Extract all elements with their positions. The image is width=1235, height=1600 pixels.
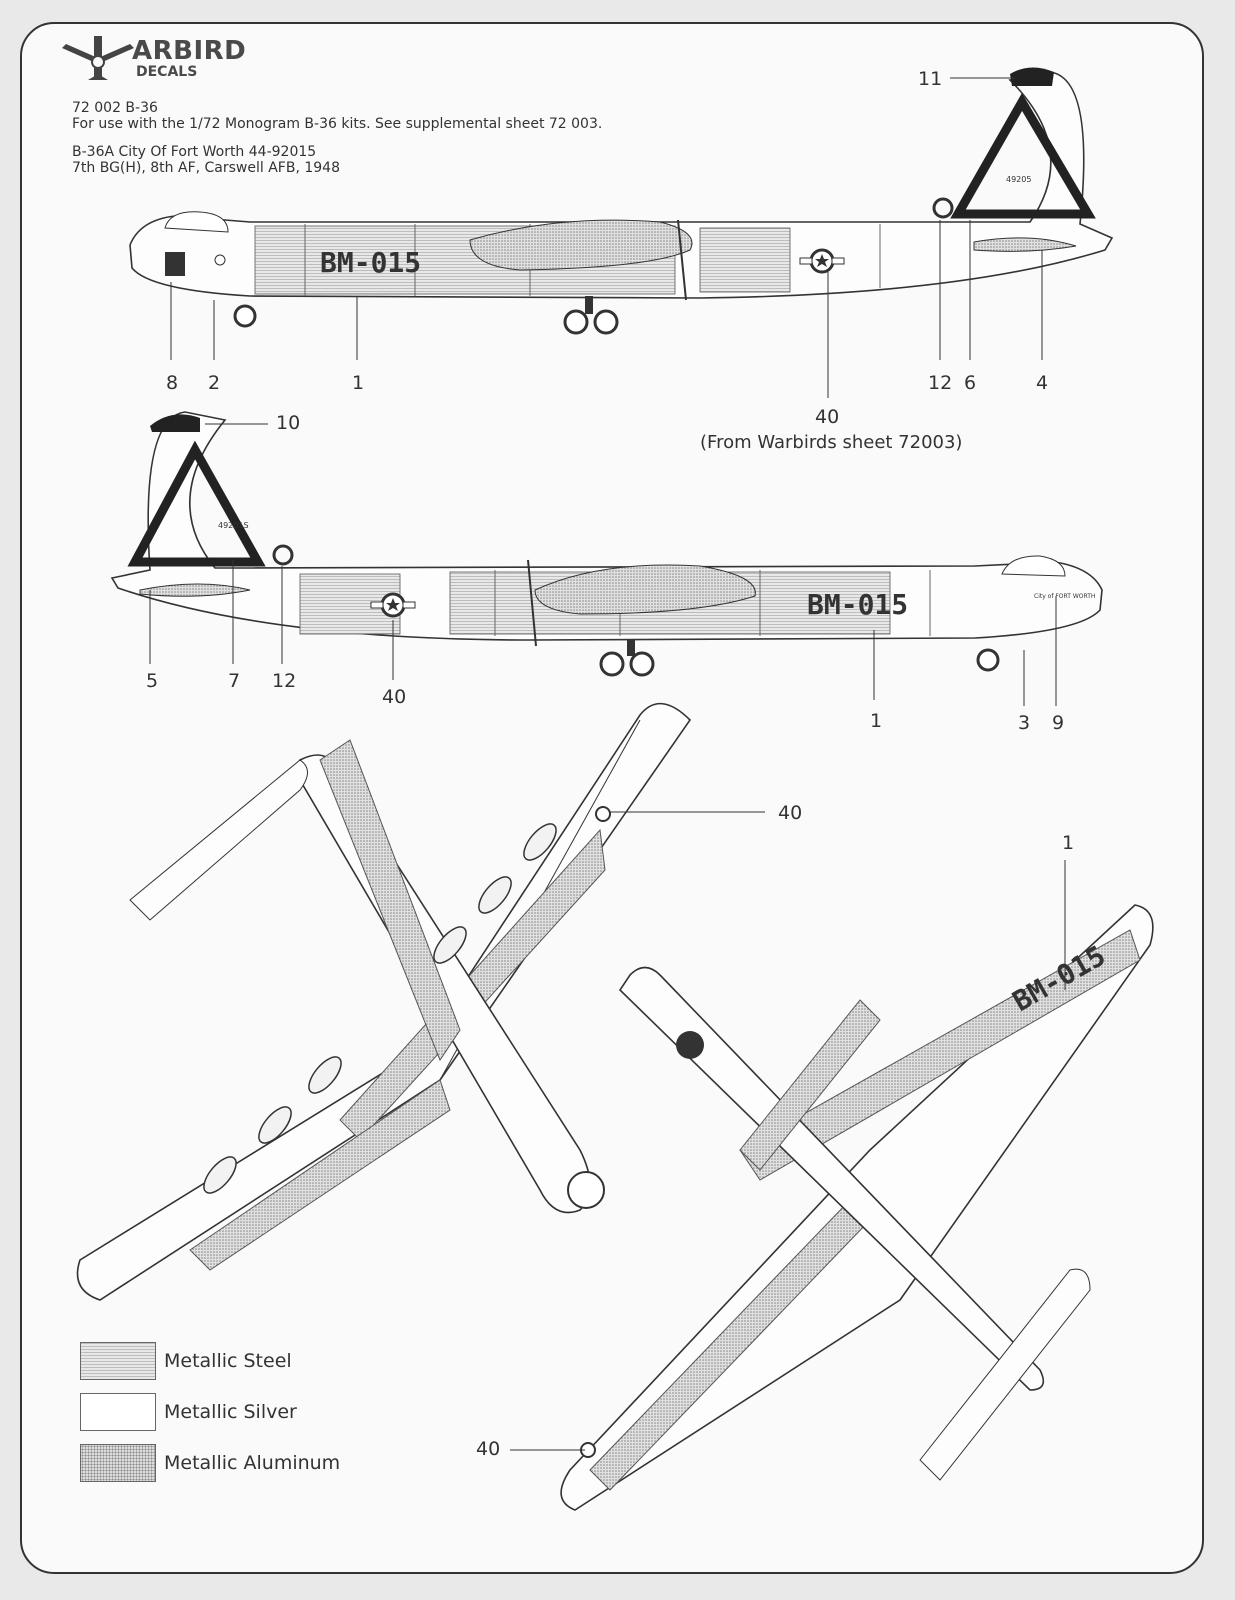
nose-art-text: City of FORT WORTH [1034, 593, 1095, 600]
callout-1-right: 1 [870, 710, 883, 732]
supplemental-note: (From Warbirds sheet 72003) [700, 432, 963, 453]
callout-2: 2 [208, 372, 221, 394]
callout-7: 7 [228, 670, 241, 692]
logo-wordmark: ARBIRD [132, 36, 247, 66]
sheet-number: 72 002 B-36 [72, 100, 158, 116]
callout-4: 4 [1036, 372, 1049, 394]
warbird-logo-plane-icon [62, 36, 134, 80]
callout-6: 6 [964, 372, 977, 394]
callout-40-right: 40 [382, 686, 407, 708]
unit-info: 7th BG(H), 8th AF, Carswell AFB, 1948 [72, 160, 340, 176]
callout-5: 5 [146, 670, 159, 692]
callout-40: 40 [815, 406, 840, 428]
legend-label-steel: Metallic Steel [164, 1350, 292, 1372]
callout-11: 11 [918, 68, 943, 90]
aircraft-name: B-36A City Of Fort Worth 44-92015 [72, 144, 317, 160]
callout-3: 3 [1018, 712, 1031, 734]
callout-12-right: 12 [272, 670, 297, 692]
warbird-logo: ARBIRD DECALS [58, 34, 246, 90]
callout-1-bottom-view: 1 [1062, 832, 1075, 854]
callout-40-bottom-view: 40 [476, 1438, 501, 1460]
callout-10: 10 [276, 412, 301, 434]
legend-label-aluminum: Metallic Aluminum [164, 1452, 341, 1474]
buzz-number-left: BM-015 [320, 246, 421, 279]
logo-subtitle: DECALS [136, 64, 198, 80]
swatch-metallic-steel [80, 1342, 156, 1380]
callout-12: 12 [928, 372, 953, 394]
tail-serial-right: 49201S [218, 521, 249, 530]
top-view [76, 702, 765, 1301]
legend-label-silver: Metallic Silver [164, 1401, 297, 1423]
swatch-metallic-silver [80, 1393, 156, 1431]
bottom-view: BM-015 [510, 860, 1154, 1511]
callout-1: 1 [352, 372, 365, 394]
tail-serial-left: 49205 [1006, 175, 1031, 184]
callout-8: 8 [166, 372, 179, 394]
buzz-number-right: BM-015 [807, 588, 908, 621]
kit-instructions: For use with the 1/72 Monogram B-36 kits… [72, 116, 603, 132]
callout-9: 9 [1052, 712, 1065, 734]
swatch-metallic-aluminum [80, 1444, 156, 1482]
callout-40-top-view: 40 [778, 802, 803, 824]
